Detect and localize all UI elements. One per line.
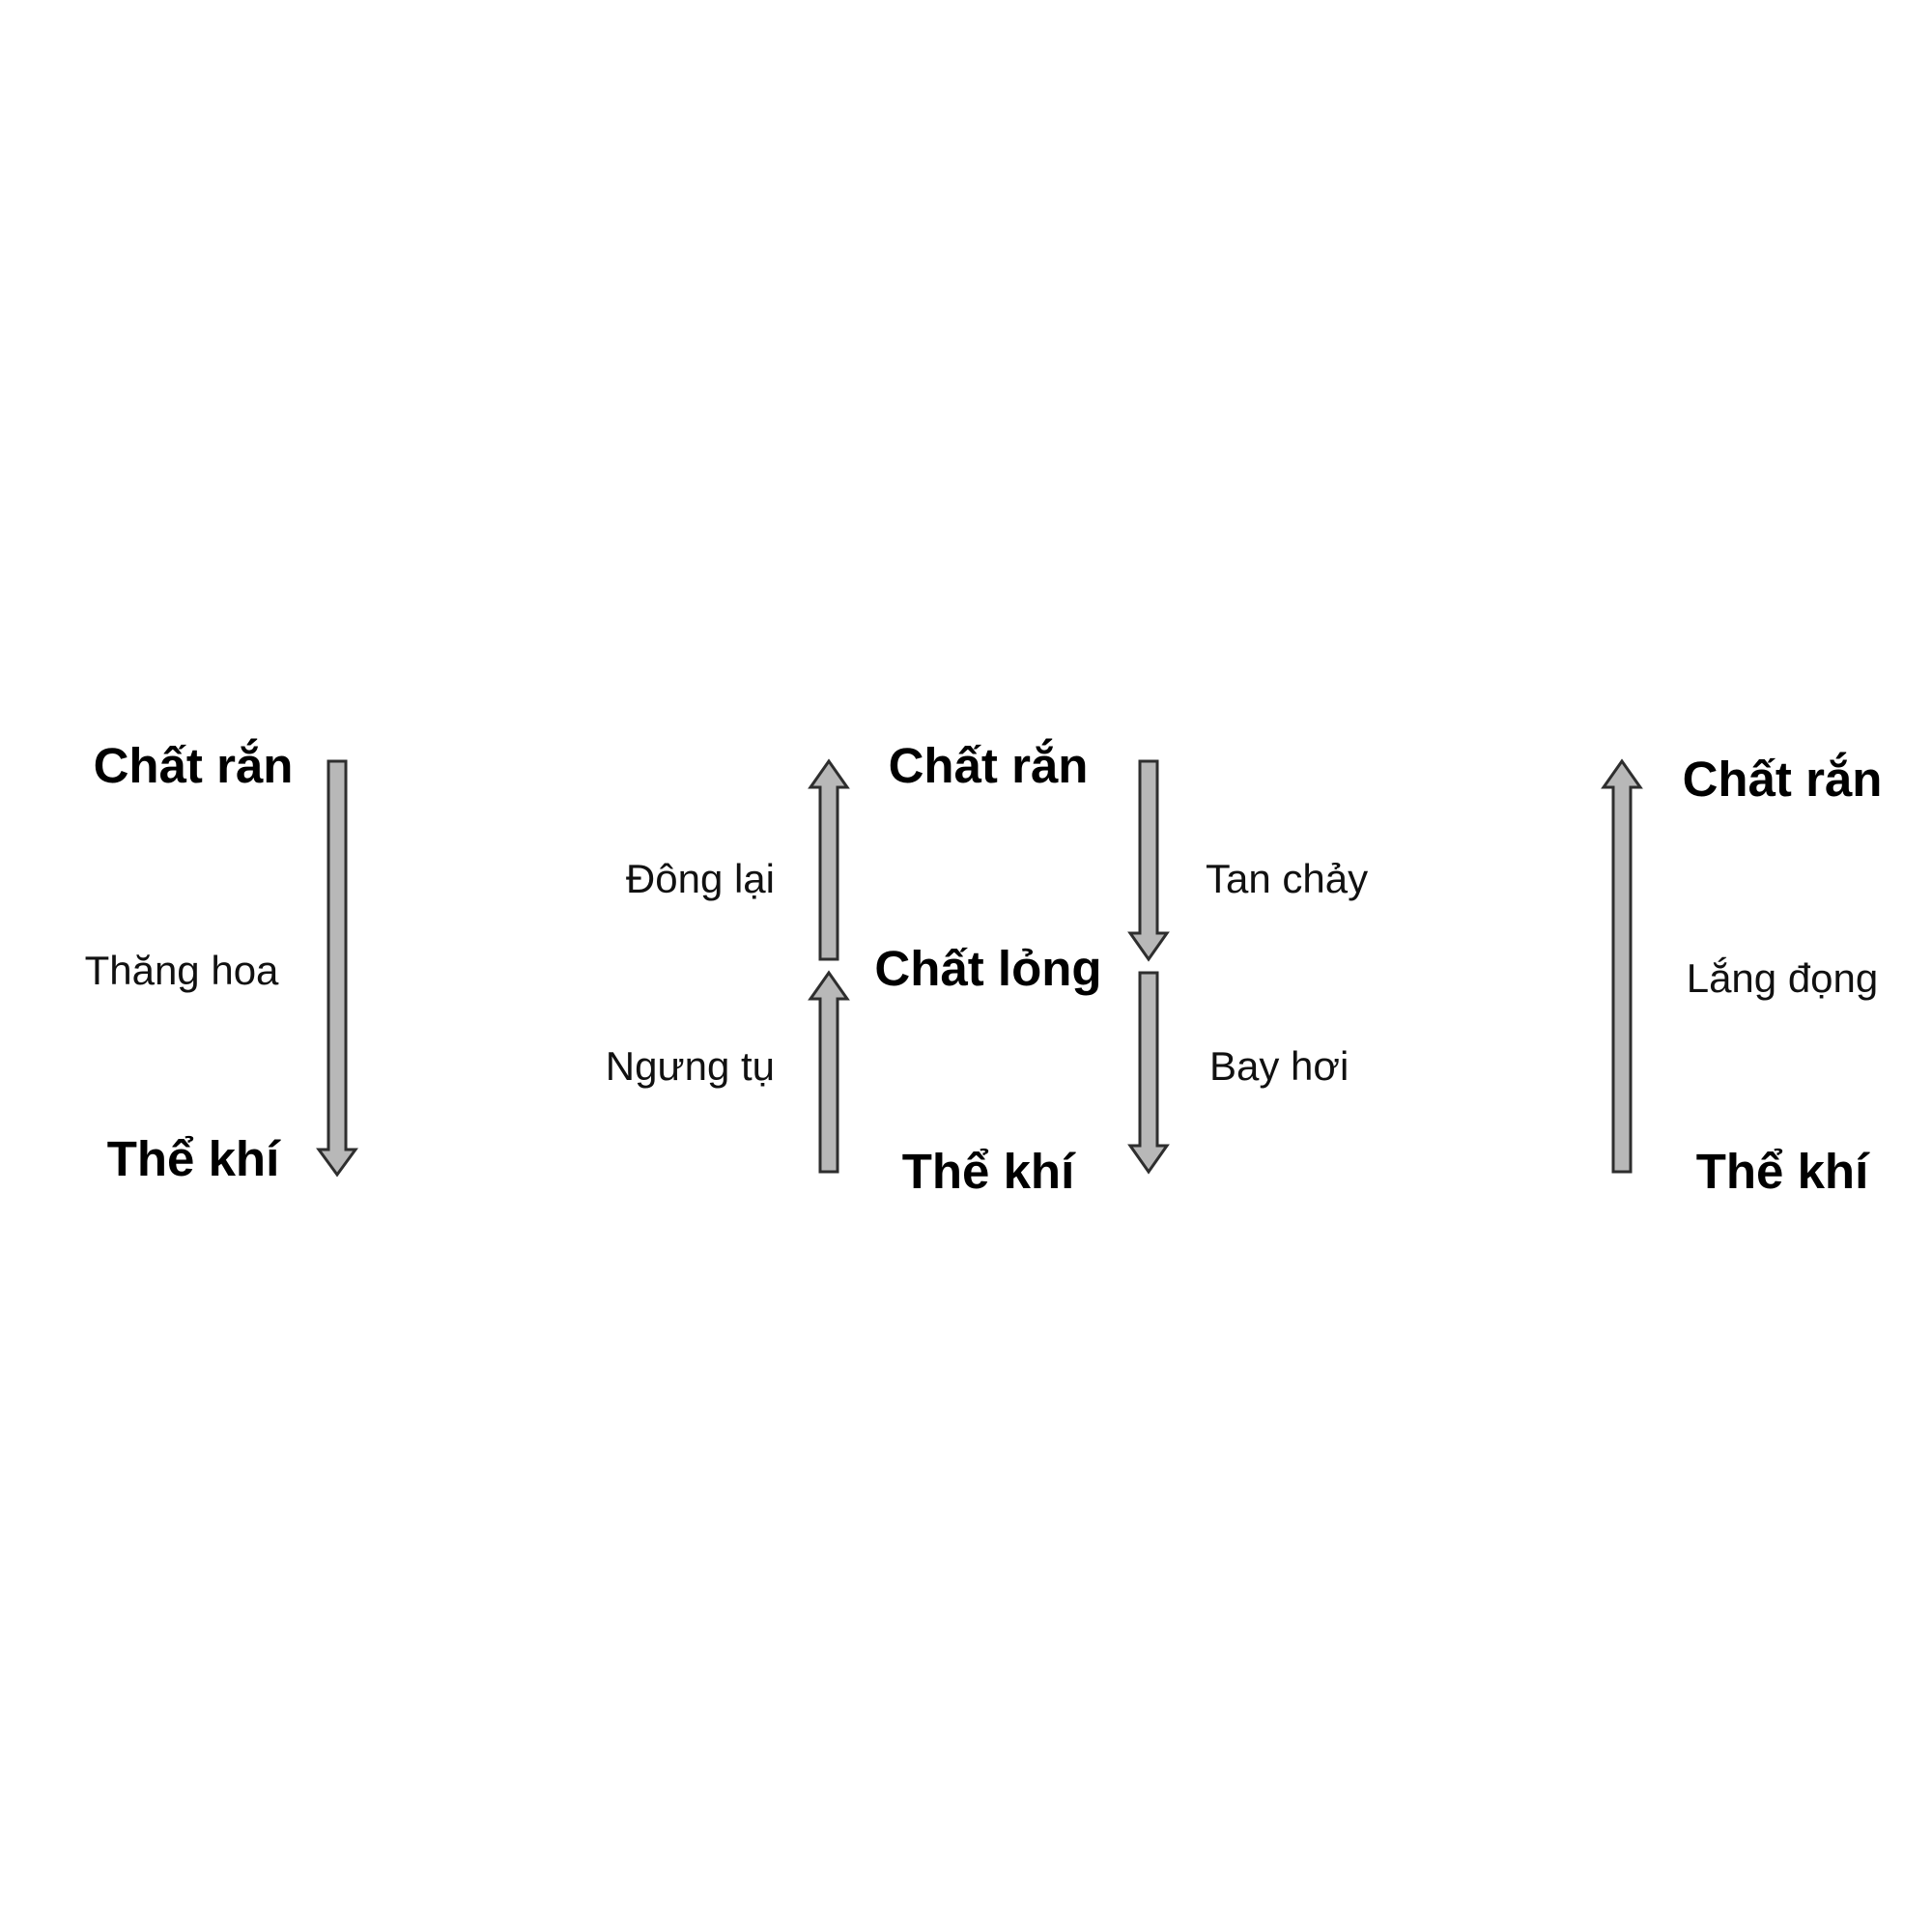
phase-changes-panel: Đông lại Ngưng tụ Chất rắn Chất lỏng Thể… xyxy=(606,737,1368,1199)
sublimation-panel: Chất rắn Thăng hoa Thể khí xyxy=(85,737,358,1186)
solid-label: Chất rắn xyxy=(94,737,294,793)
up-arrow-icon xyxy=(1601,758,1643,1174)
evaporation-label: Bay hơi xyxy=(1209,1043,1349,1089)
down-arrow-icon xyxy=(316,759,358,1178)
freezing-label: Đông lại xyxy=(626,856,775,901)
down-arrow-icon xyxy=(1127,759,1170,962)
condensation-label: Ngưng tụ xyxy=(606,1043,775,1089)
up-arrow-icon xyxy=(808,758,850,961)
melting-label: Tan chảy xyxy=(1206,856,1368,901)
solid-label: Chất rắn xyxy=(889,737,1089,793)
up-arrow-icon xyxy=(808,970,850,1174)
gas-label: Thể khí xyxy=(107,1131,281,1186)
liquid-label: Chất lỏng xyxy=(874,941,1101,996)
down-arrow-icon xyxy=(1127,971,1170,1175)
sublimation-label: Thăng hoa xyxy=(85,948,279,993)
solid-label: Chất rắn xyxy=(1683,751,1883,807)
gas-label: Thể khí xyxy=(902,1144,1076,1199)
gas-label: Thể khí xyxy=(1696,1144,1870,1199)
deposition-label: Lắng đọng xyxy=(1687,955,1879,1001)
deposition-panel: Chất rắn Lắng đọng Thể khí xyxy=(1601,751,1883,1199)
